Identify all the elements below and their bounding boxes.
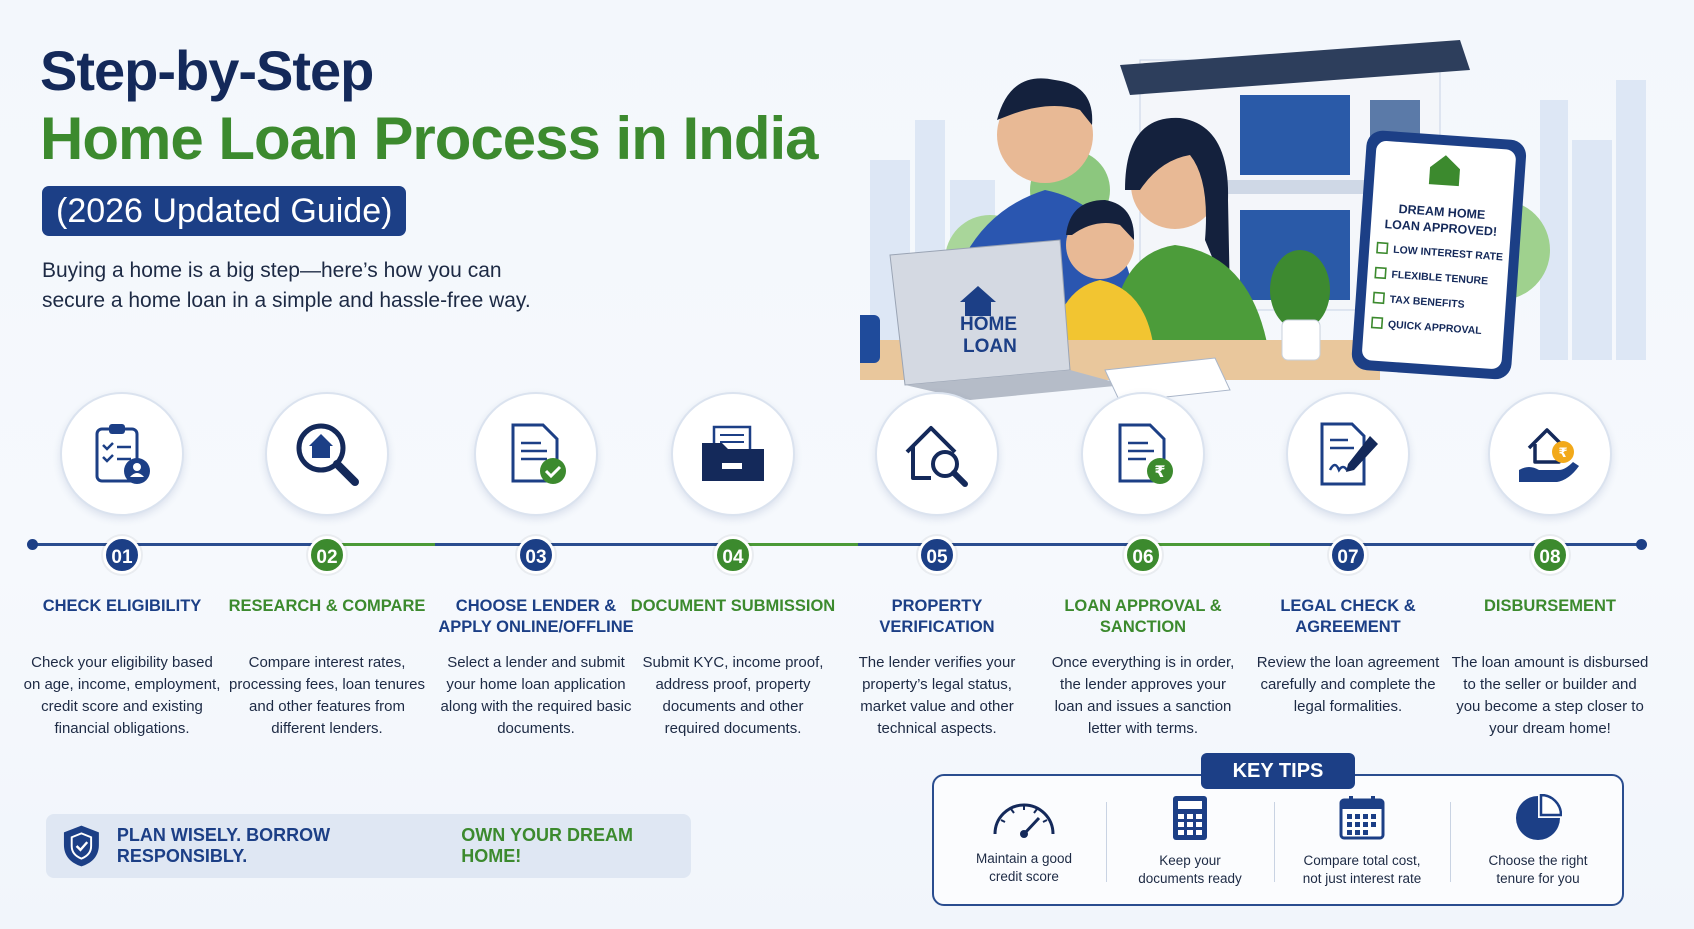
step-title: DISBURSEMENT bbox=[1483, 597, 1616, 615]
step-description: Review the loan agreement carefully and … bbox=[1256, 654, 1440, 715]
house-magnifier-icon bbox=[296, 423, 359, 486]
step-property-verification: 05 PROPERTY VERIFICATION The lender veri… bbox=[832, 392, 1042, 740]
tip-line2: documents ready bbox=[1138, 871, 1242, 886]
tip-line2: tenure for you bbox=[1496, 871, 1580, 886]
document-check-icon bbox=[511, 423, 566, 484]
step-description: Select a lender and submit your home loa… bbox=[440, 654, 632, 737]
pie-chart-icon bbox=[1516, 794, 1562, 840]
intro-text: Buying a home is a big step—here’s how y… bbox=[42, 256, 562, 316]
step-number: 03 bbox=[517, 536, 555, 574]
clipboard-user-icon bbox=[95, 424, 150, 484]
motto-part2: OWN YOUR DREAM HOME! bbox=[461, 825, 633, 866]
laptop-text-2: LOAN bbox=[963, 336, 1017, 357]
step-research-compare: 02 RESEARCH & COMPARE Compare interest r… bbox=[222, 392, 432, 740]
tip-line1: Compare total cost, bbox=[1303, 853, 1421, 868]
intro-line1: Buying a home is a big step—here’s how y… bbox=[42, 259, 502, 282]
step-description: Once everything is in order, the lender … bbox=[1051, 654, 1235, 737]
motto-part1: PLAN WISELY. BORROW RESPONSIBLY. bbox=[116, 825, 331, 866]
step-description: Compare interest rates, processing fees,… bbox=[229, 654, 425, 737]
step-icon-circle bbox=[875, 392, 999, 516]
step-number: 07 bbox=[1329, 536, 1367, 574]
tip-divider bbox=[1106, 802, 1107, 882]
step-description: The lender verifies your property’s lega… bbox=[858, 654, 1016, 737]
laptop-text-1: HOME bbox=[960, 314, 1017, 335]
step-icon-circle bbox=[265, 392, 389, 516]
step-title: CHECK ELIGIBILITY bbox=[42, 597, 202, 615]
calendar-icon bbox=[1339, 796, 1385, 840]
timeline-end-dot bbox=[1636, 539, 1647, 550]
timeline-segment-green bbox=[325, 543, 435, 546]
step-title: RESEARCH & COMPARE bbox=[228, 597, 426, 615]
intro-line2: secure a home loan in a simple and hassl… bbox=[42, 289, 531, 312]
step-title: CHOOSE LENDER & APPLY ONLINE/OFFLINE bbox=[438, 597, 634, 636]
card-title-1: DREAM HOME bbox=[1398, 202, 1486, 222]
step-disbursement: ₹ 08 DISBURSEMENT The loan amount is dis… bbox=[1445, 392, 1655, 740]
motto-banner: PLAN WISELY. BORROW RESPONSIBLY. OWN YOU… bbox=[46, 814, 691, 878]
tip-divider bbox=[1274, 802, 1275, 882]
tip-line1: Choose the right bbox=[1488, 853, 1588, 868]
document-rupee-icon: ₹ bbox=[1118, 423, 1173, 484]
calculator-icon bbox=[1173, 796, 1207, 840]
step-description: The loan amount is disbursed to the sell… bbox=[1451, 654, 1649, 737]
step-number: 06 bbox=[1124, 536, 1162, 574]
card-item-3: TAX BENEFITS bbox=[1389, 294, 1465, 311]
tip-compare-cost: Compare total cost, not just interest ra… bbox=[1282, 794, 1442, 888]
shield-check-icon bbox=[63, 825, 99, 867]
step-check-eligibility: 01 CHECK ELIGIBILITY Check your eligibil… bbox=[17, 392, 227, 740]
svg-text:₹: ₹ bbox=[1558, 446, 1567, 461]
timeline-start-dot bbox=[27, 539, 38, 550]
step-number: 04 bbox=[714, 536, 752, 574]
page-title-line1: Step-by-Step bbox=[40, 39, 374, 102]
tip-documents: Keep your documents ready bbox=[1110, 794, 1270, 888]
tip-line1: Maintain a good bbox=[975, 851, 1073, 866]
step-number: 01 bbox=[103, 536, 141, 574]
step-number: 08 bbox=[1531, 536, 1569, 574]
family-house-illustration: HOME LOAN DREAM HOME LOAN APPROVED! LOW … bbox=[860, 40, 1646, 403]
step-number: 05 bbox=[918, 536, 956, 574]
tip-line2: not just interest rate bbox=[1302, 871, 1422, 886]
house-search-icon bbox=[905, 426, 968, 487]
step-icon-circle bbox=[474, 392, 598, 516]
step-number: 02 bbox=[308, 536, 346, 574]
step-icon-circle bbox=[1286, 392, 1410, 516]
step-title: LEGAL CHECK & AGREEMENT bbox=[1280, 597, 1416, 636]
contract-pen-icon bbox=[1320, 422, 1378, 486]
step-loan-approval: ₹ 06 LOAN APPROVAL & SANCTION Once every… bbox=[1038, 392, 1248, 740]
step-title: DOCUMENT SUBMISSION bbox=[630, 597, 836, 615]
tip-label: Choose the right tenure for you bbox=[1458, 852, 1618, 888]
step-title: LOAN APPROVAL & SANCTION bbox=[1064, 597, 1222, 636]
tip-tenure: Choose the right tenure for you bbox=[1458, 794, 1618, 888]
guide-badge: (2026 Updated Guide) bbox=[42, 186, 407, 236]
timeline-segment-green bbox=[1140, 543, 1270, 546]
key-tips-heading: KEY TIPS bbox=[1201, 753, 1355, 789]
gauge-icon bbox=[993, 803, 1055, 838]
tip-label: Maintain a good credit score bbox=[944, 850, 1104, 886]
timeline-segment-green bbox=[728, 543, 858, 546]
step-icon-circle bbox=[60, 392, 184, 516]
step-icon-circle: ₹ bbox=[1081, 392, 1205, 516]
folder-icon bbox=[702, 425, 764, 481]
tip-label: Keep your documents ready bbox=[1110, 852, 1270, 888]
tip-line1: Keep your bbox=[1159, 853, 1221, 868]
step-icon-circle bbox=[671, 392, 795, 516]
key-tips-panel: Maintain a good credit score Keep your d… bbox=[932, 774, 1624, 906]
hand-house-rupee-icon: ₹ bbox=[1519, 428, 1579, 482]
step-legal-check: 07 LEGAL CHECK & AGREEMENT Review the lo… bbox=[1243, 392, 1453, 718]
step-description: Check your eligibility based on age, inc… bbox=[23, 654, 221, 737]
tip-line2: credit score bbox=[989, 869, 1059, 884]
step-description: Submit KYC, income proof, address proof,… bbox=[642, 654, 824, 737]
svg-text:₹: ₹ bbox=[1154, 462, 1165, 481]
step-choose-lender: 03 CHOOSE LENDER & APPLY ONLINE/OFFLINE … bbox=[431, 392, 641, 740]
tip-label: Compare total cost, not just interest ra… bbox=[1282, 852, 1442, 888]
step-document-submission: 04 DOCUMENT SUBMISSION Submit KYC, incom… bbox=[628, 392, 838, 740]
tip-credit-score: Maintain a good credit score bbox=[944, 794, 1104, 886]
step-icon-circle: ₹ bbox=[1488, 392, 1612, 516]
step-title: PROPERTY VERIFICATION bbox=[879, 597, 995, 636]
tip-divider bbox=[1450, 802, 1451, 882]
page-title-line2: Home Loan Process in India bbox=[40, 105, 819, 172]
